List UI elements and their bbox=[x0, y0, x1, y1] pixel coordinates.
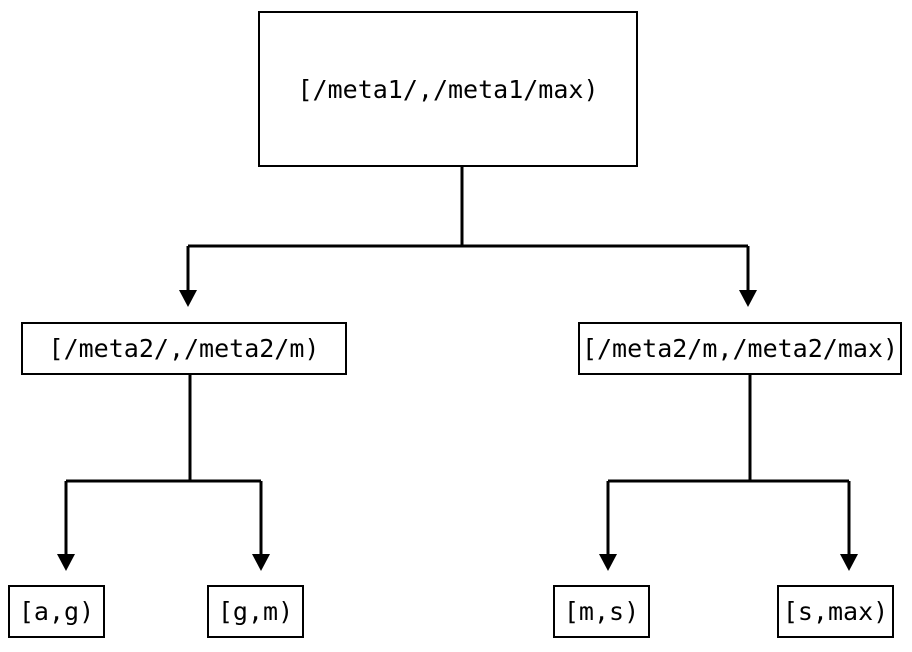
tree-node-leaf-a-g-label: [a,g) bbox=[18, 597, 95, 626]
tree-node-leaf-s-max-label: [s,max) bbox=[782, 597, 889, 626]
arrowhead-to-leaf-a-g bbox=[57, 554, 75, 571]
arrowhead-to-mid-right bbox=[739, 290, 757, 307]
tree-node-mid-left-label: [/meta2/,/meta2/m) bbox=[48, 334, 320, 363]
tree-node-leaf-g-m-label: [g,m) bbox=[217, 597, 294, 626]
tree-node-leaf-m-s[interactable]: [m,s) bbox=[553, 585, 650, 638]
tree-node-leaf-m-s-label: [m,s) bbox=[563, 597, 640, 626]
tree-node-mid-right[interactable]: [/meta2/m,/meta2/max) bbox=[578, 322, 902, 375]
tree-node-root[interactable]: [/meta1/,/meta1/max) bbox=[258, 11, 638, 167]
arrowhead-to-leaf-m-s bbox=[599, 554, 617, 571]
tree-node-leaf-g-m[interactable]: [g,m) bbox=[207, 585, 304, 638]
arrowhead-to-leaf-g-m bbox=[252, 554, 270, 571]
tree-node-mid-right-label: [/meta2/m,/meta2/max) bbox=[581, 334, 899, 363]
tree-node-root-label: [/meta1/,/meta1/max) bbox=[297, 74, 599, 104]
tree-node-leaf-s-max[interactable]: [s,max) bbox=[777, 585, 894, 638]
tree-node-leaf-a-g[interactable]: [a,g) bbox=[8, 585, 105, 638]
arrowhead-to-mid-left bbox=[179, 290, 197, 307]
arrowhead-to-leaf-s-max bbox=[840, 554, 858, 571]
tree-node-mid-left[interactable]: [/meta2/,/meta2/m) bbox=[21, 322, 347, 375]
